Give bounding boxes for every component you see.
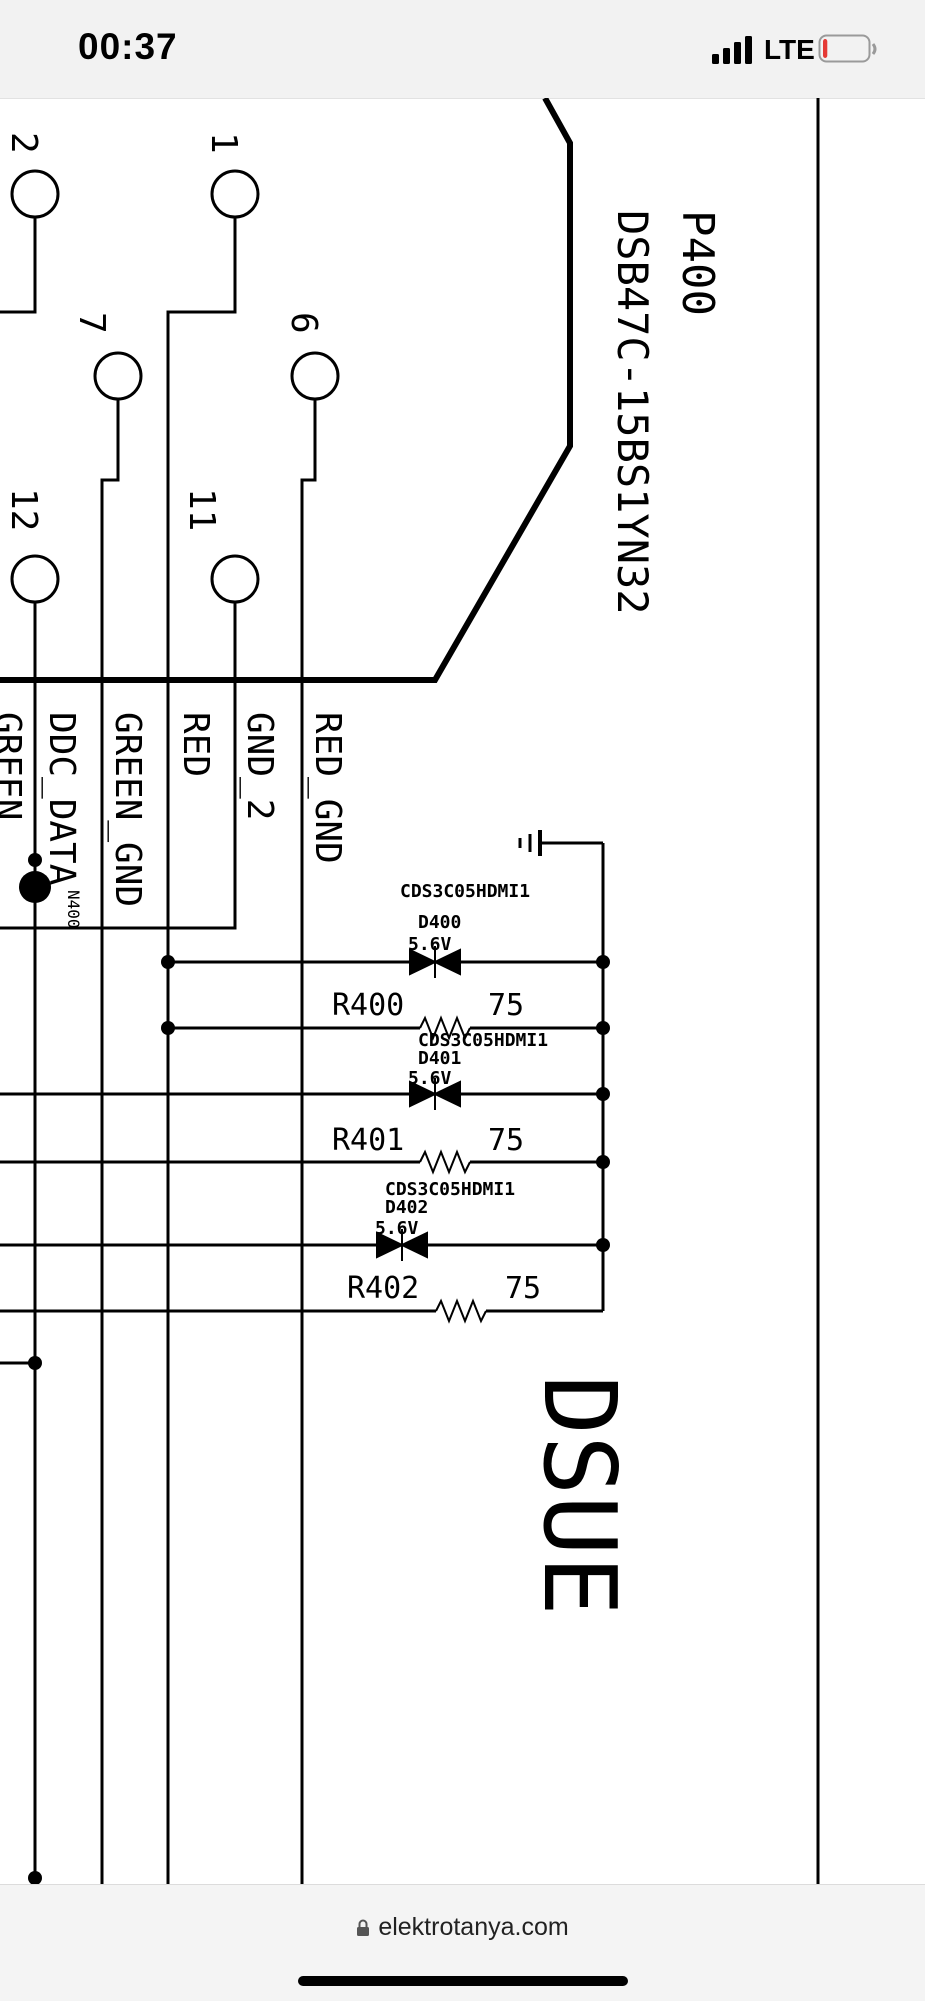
net-label-red-gnd: RED_GND — [307, 712, 348, 864]
diode-d400-voltage: 5.6V — [408, 934, 452, 955]
pin-2-circle — [10, 169, 60, 219]
diode-d402-voltage: 5.6V — [375, 1218, 419, 1239]
status-bar: 00:37 LTE — [0, 0, 925, 99]
net-label-red: RED — [175, 712, 216, 777]
diode-d401-ref: D401 — [418, 1048, 461, 1069]
connector-outline — [0, 98, 573, 683]
diode-d401-symbol — [409, 1078, 461, 1110]
connector-part-label: DSB47C-15BS1YN32 — [608, 210, 657, 615]
lock-icon — [357, 1919, 370, 1936]
url-text: elektrotanya.com — [378, 1913, 569, 1941]
pin-1-circle — [210, 169, 260, 219]
schematic-diagram[interactable]: P400 DSB47C-15BS1YN32 2 1 7 6 12 11 GREE… — [0, 98, 925, 1884]
diode-d400-symbol — [409, 946, 461, 978]
diode-d400-ref: D400 — [418, 912, 461, 933]
pin-number-1: 1 — [203, 132, 244, 154]
browser-address-bar[interactable]: elektrotanya.com — [0, 1884, 925, 2001]
pin-number-6: 6 — [283, 312, 324, 334]
diode-d402-symbol — [376, 1229, 428, 1261]
pin-number-2: 2 — [3, 132, 44, 154]
diode-d402-ref: D402 — [385, 1197, 428, 1218]
status-time: 00:37 — [78, 26, 178, 67]
net-label-green: GREEN — [0, 712, 28, 820]
diode-d401-part: CDS3C05HDMI1 — [418, 1030, 548, 1051]
battery-low-icon — [818, 34, 877, 63]
home-indicator[interactable] — [298, 1976, 628, 1986]
resistor-r402-ref: R402 — [347, 1271, 419, 1306]
cellular-signal-icon — [712, 36, 752, 64]
resistor-r400-value: 75 — [488, 988, 524, 1023]
pin-12-circle — [10, 554, 60, 604]
diode-d401-voltage: 5.6V — [408, 1068, 452, 1089]
pin-6-circle — [290, 351, 340, 401]
url-display[interactable]: elektrotanya.com — [0, 1913, 925, 1942]
network-type: LTE — [764, 34, 815, 65]
pin-11-circle — [210, 554, 260, 604]
resistor-r401-ref: R401 — [332, 1123, 404, 1158]
resistor-r401-value: 75 — [488, 1123, 524, 1158]
junction-n400-dot — [19, 871, 51, 903]
resistor-r402-value: 75 — [505, 1271, 541, 1306]
net-label-ddc-data: DDC_DATA — [41, 712, 82, 886]
diode-d400-part: CDS3C05HDMI1 — [400, 881, 530, 902]
resistor-r400-ref: R400 — [332, 988, 404, 1023]
pin-7-circle — [93, 351, 143, 401]
net-label-green-gnd: GREEN_GND — [107, 712, 148, 907]
pin-number-12: 12 — [3, 488, 44, 531]
net-label-gnd-2: GND_2 — [239, 712, 280, 820]
title-block-fragment: DSUE — [521, 1375, 638, 1616]
pin-number-7: 7 — [71, 312, 112, 334]
junction-label: N400 — [64, 890, 83, 929]
diode-d402-part: CDS3C05HDMI1 — [385, 1179, 515, 1200]
connector-ref-label: P400 — [672, 210, 723, 316]
pin-number-11: 11 — [181, 488, 222, 531]
